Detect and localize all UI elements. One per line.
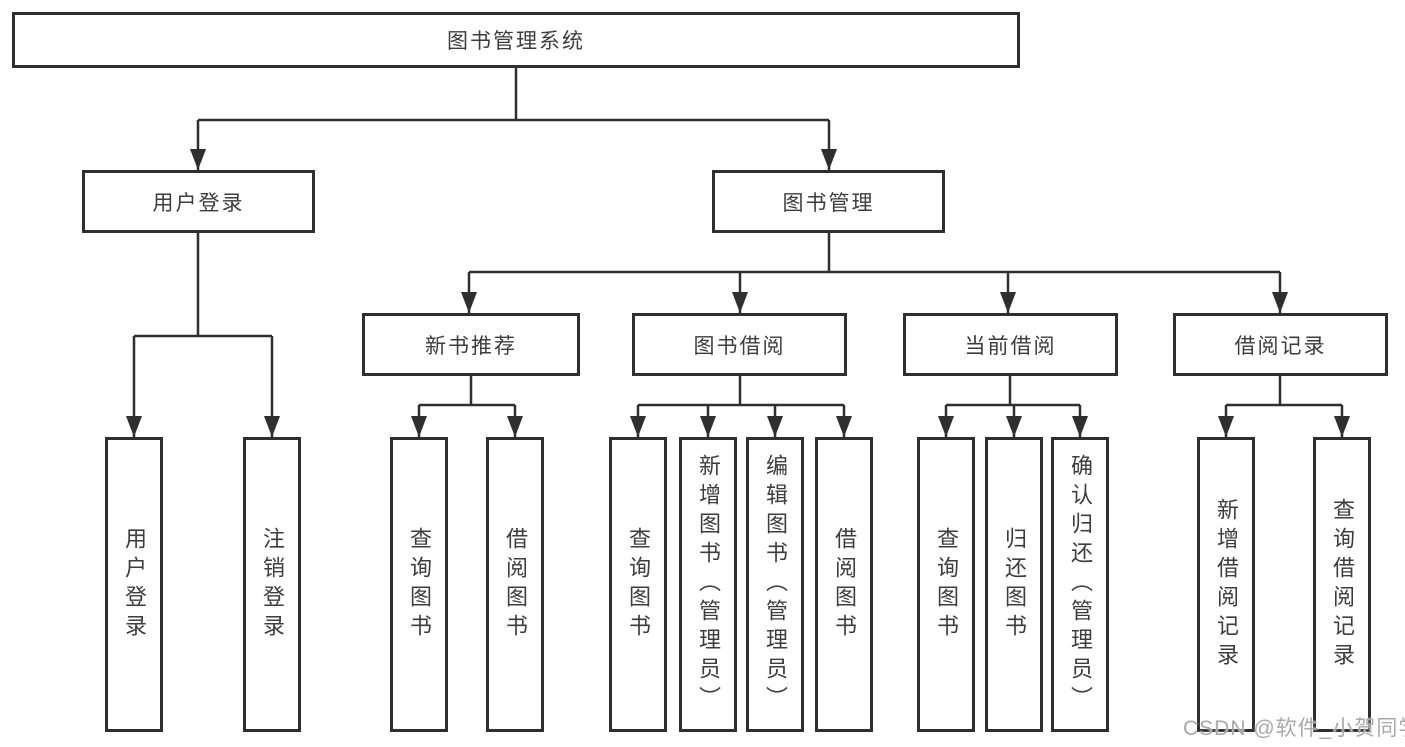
arrow-down-icon bbox=[461, 292, 477, 313]
arrow-down-icon bbox=[126, 416, 142, 437]
arrow-down-icon bbox=[732, 292, 748, 313]
node-user-login: 用户登录 bbox=[82, 170, 315, 233]
leaf-records-add-record: 新增借阅记录 bbox=[1197, 437, 1255, 732]
arrow-down-icon bbox=[1218, 416, 1234, 437]
leaf-recommend-query-books: 查询图书 bbox=[390, 437, 448, 732]
leaf-login-logout: 注销登录 bbox=[243, 437, 301, 732]
arrow-down-icon bbox=[836, 416, 852, 437]
connector-path bbox=[132, 68, 1344, 445]
arrow-down-icon bbox=[411, 416, 427, 437]
node-current-borrow: 当前借阅 bbox=[903, 313, 1118, 376]
arrow-down-icon bbox=[1272, 292, 1288, 313]
leaf-borrow-borrow-books: 借阅图书 bbox=[815, 437, 873, 732]
arrow-down-icon bbox=[767, 416, 783, 437]
leaf-borrow-add-books-admin: 新增图书（管理员） bbox=[679, 437, 737, 732]
node-root: 图书管理系统 bbox=[12, 12, 1020, 68]
leaf-current-confirm-return-admin: 确认归还（管理员） bbox=[1051, 437, 1109, 732]
leaf-current-query-books: 查询图书 bbox=[917, 437, 975, 732]
watermark: CSDN @软件_小贺同学 bbox=[1183, 717, 1405, 740]
arrow-down-icon bbox=[700, 416, 716, 437]
arrow-down-icon bbox=[190, 149, 206, 170]
arrow-down-icon bbox=[938, 416, 954, 437]
arrow-down-icon bbox=[821, 149, 837, 170]
leaf-current-return-books: 归还图书 bbox=[985, 437, 1043, 732]
arrow-down-icon bbox=[630, 416, 646, 437]
arrow-down-icon bbox=[1334, 416, 1350, 437]
leaf-recommend-borrow-books: 借阅图书 bbox=[486, 437, 544, 732]
leaf-login-user-login: 用户登录 bbox=[105, 437, 163, 732]
leaf-records-query-record: 查询借阅记录 bbox=[1313, 437, 1371, 732]
arrow-down-icon bbox=[1000, 292, 1016, 313]
arrow-down-icon bbox=[1072, 416, 1088, 437]
arrow-down-icon bbox=[507, 416, 523, 437]
arrow-down-icon bbox=[1006, 416, 1022, 437]
node-new-book-recommend: 新书推荐 bbox=[362, 313, 580, 376]
leaf-borrow-edit-books-admin: 编辑图书（管理员） bbox=[746, 437, 804, 732]
node-book-borrow: 图书借阅 bbox=[632, 313, 847, 376]
node-book-management: 图书管理 bbox=[712, 170, 945, 233]
node-borrow-records: 借阅记录 bbox=[1173, 313, 1388, 376]
arrowheads bbox=[126, 149, 1350, 437]
leaf-borrow-query-books: 查询图书 bbox=[609, 437, 667, 732]
arrow-down-icon bbox=[264, 416, 280, 437]
